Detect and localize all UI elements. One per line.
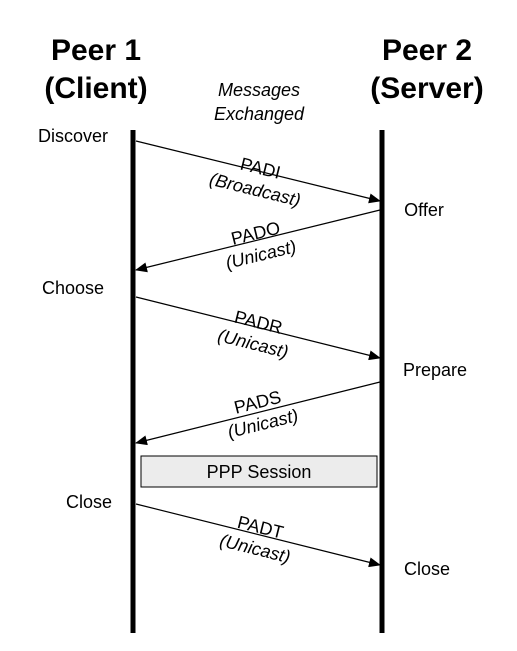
messages-header-line2: Exchanged [214,104,305,124]
pads-arrow [135,381,381,446]
pado-label: PADO (Unicast) [224,218,299,273]
server-state-close: Close [404,559,450,579]
peer2-subtitle: (Server) [370,72,483,105]
padi-arrow [135,140,381,204]
padr-label: PADR (Unicast) [216,307,291,362]
server-state-prepare: Prepare [403,360,467,380]
peer1-subtitle: (Client) [44,72,147,105]
ppp-session-label: PPP Session [207,462,312,482]
messages-header-line1: Messages [218,80,300,100]
ppp-session-box [140,455,378,488]
padt-arrow [135,503,381,568]
client-state-close: Close [66,492,112,512]
client-state-choose: Choose [42,278,104,298]
peer1-title: Peer 1 [51,34,141,67]
padt-label: PADT (Unicast) [218,512,293,567]
padr-arrow [135,296,381,361]
pado-arrow [135,209,381,273]
server-state-offer: Offer [404,200,444,220]
client-state-discover: Discover [38,126,108,146]
peer2-title: Peer 2 [382,34,472,67]
pads-label: PADS (Unicast) [226,387,301,442]
